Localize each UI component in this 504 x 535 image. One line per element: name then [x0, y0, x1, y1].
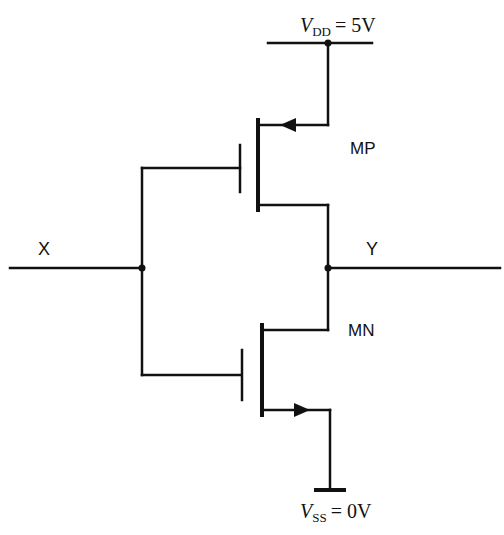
vdd-rail: [268, 42, 372, 45]
vss-wire: [329, 410, 332, 490]
junction-dot: [325, 40, 332, 47]
pmos-gate-wire: [142, 167, 240, 170]
nmos-arrow: [294, 403, 310, 417]
junction-dot: [139, 265, 146, 272]
pmos-arrow: [280, 118, 296, 132]
label-text: = 0V: [331, 500, 372, 522]
junction-dot: [325, 265, 332, 272]
label-text: = 5V: [335, 14, 376, 36]
output-wire: [328, 267, 500, 270]
nmos-drain: [262, 329, 328, 332]
nmos-gate-wire: [142, 374, 240, 377]
nmos-gate-plate: [241, 350, 244, 400]
signal-name: X: [38, 240, 50, 260]
nmos-channel: [260, 325, 264, 415]
label-text: X: [38, 240, 50, 260]
subscript-text: SS: [312, 511, 326, 525]
vss-rail: [316, 488, 344, 492]
transistor-name: MP: [350, 140, 376, 159]
signal-name: Y: [366, 240, 378, 260]
transistor-name: MN: [348, 322, 374, 341]
label-text: Y: [366, 240, 378, 260]
label-text: V: [300, 14, 312, 36]
label-text: MN: [348, 322, 374, 341]
pmos-drain: [258, 204, 328, 207]
label-text: V: [300, 500, 312, 522]
vdd-wire: [327, 43, 330, 125]
supply-label: VDD = 5V: [300, 14, 376, 39]
label-text: MP: [350, 140, 376, 159]
input-wire: [10, 267, 142, 270]
subscript-text: DD: [312, 25, 331, 39]
supply-label: VSS = 0V: [300, 500, 371, 525]
pmos-channel: [256, 120, 260, 210]
